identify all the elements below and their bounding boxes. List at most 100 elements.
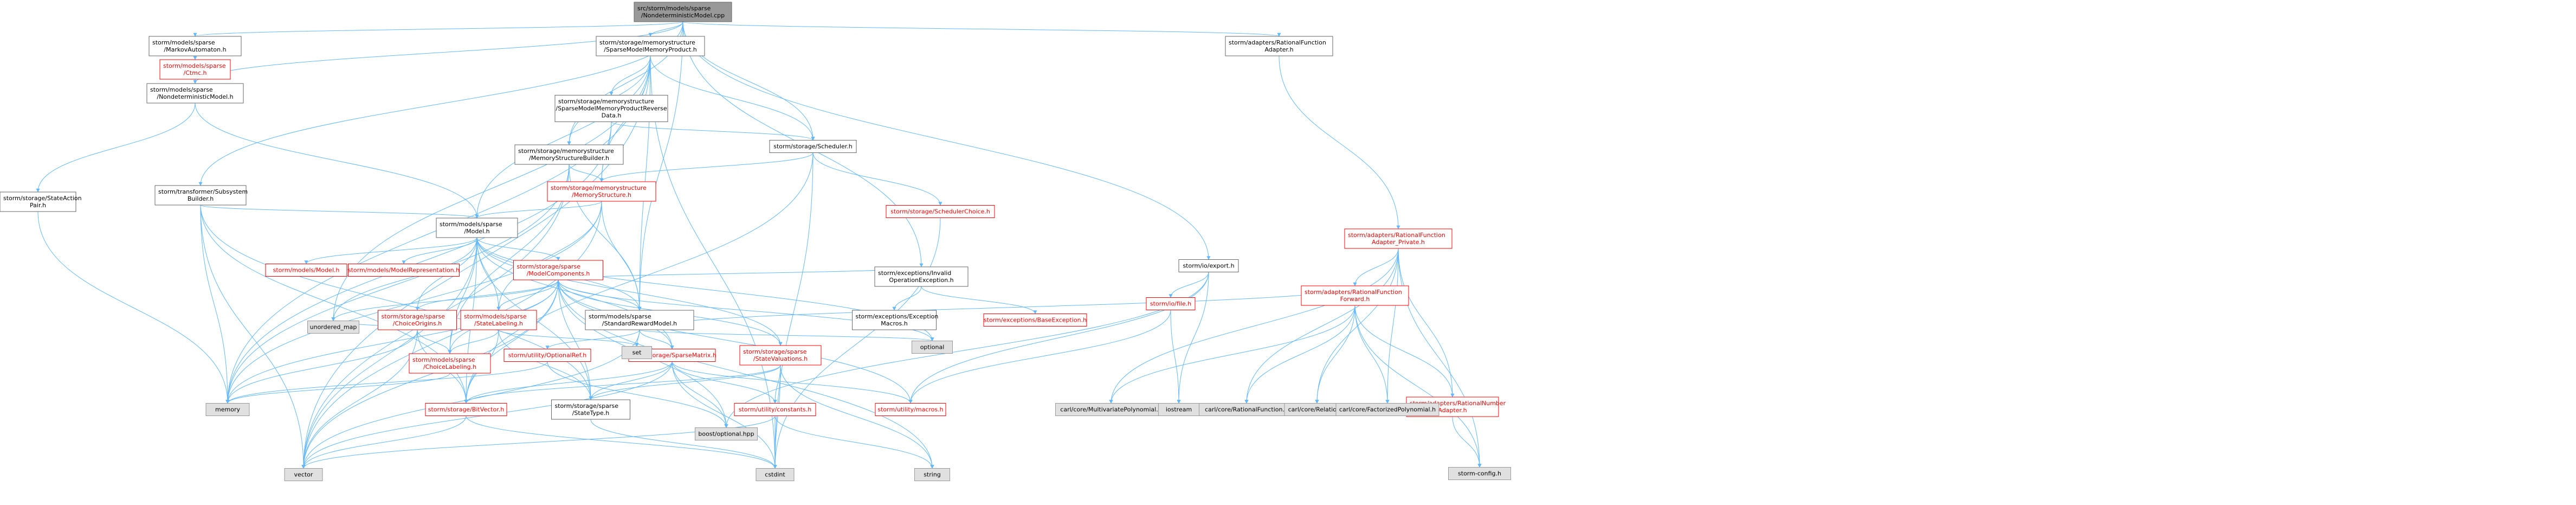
node-label: Builder.h	[188, 195, 214, 202]
edge-tsb-to-model	[200, 204, 479, 219]
node-box	[409, 353, 491, 374]
node-ndm[interactable]: storm/models/sparse/NondeterministicMode…	[146, 83, 244, 104]
node-model[interactable]: storm/models/sparse/Model.h	[436, 218, 518, 238]
node-uconst[interactable]: storm/utility/constants.h	[734, 403, 816, 416]
edge-sched-to-cstdint	[773, 152, 814, 469]
node-label: Adapter.h	[1438, 407, 1467, 414]
node-mmodel[interactable]: storm/models/Model.h	[265, 264, 347, 277]
node-label: string	[924, 471, 941, 478]
node-mrep[interactable]: storm/models/ModelRepresentation.h	[348, 264, 460, 277]
edge-mcomp-to-memory	[225, 279, 559, 404]
node-smmp[interactable]: storm/storage/memorystructure/SparseMode…	[596, 36, 705, 56]
node-box	[460, 310, 537, 330]
node-baseexc[interactable]: storm/exceptions/BaseException.h	[983, 314, 1087, 327]
edge-choiceorig-to-memory	[225, 329, 418, 404]
node-choicelab[interactable]: storm/models/sparse/ChoiceLabeling.h	[409, 353, 491, 374]
edge-schedchoice-to-cstdint	[773, 218, 941, 469]
node-bitv[interactable]: storm/storage/BitVector.h	[425, 403, 507, 416]
node-root[interactable]: src/storm/models/sparse/Nondeterministic…	[634, 2, 732, 22]
node-label: carl/core/MultivariatePolynomial.h	[1060, 406, 1161, 413]
edge-statelab-to-set	[498, 329, 639, 347]
node-carlrf: carl/core/RationalFunction.h	[1196, 403, 1297, 416]
edge-adrff-to-carlfp	[1354, 305, 1390, 404]
edge-model-to-stval	[476, 237, 783, 346]
node-sttype[interactable]: storm/storage/sparse/StateType.h	[551, 399, 630, 420]
node-box	[307, 321, 359, 334]
node-ms[interactable]: storm/storage/memorystructure/MemoryStru…	[547, 181, 656, 202]
node-label: /SparseModelMemoryProduct.h	[604, 46, 696, 53]
node-iofile[interactable]: storm/io/file.h	[1146, 297, 1196, 310]
node-label: boost/optional.hpp	[698, 431, 754, 438]
node-box	[769, 140, 857, 153]
edge-adrfp-to-adrff	[1353, 248, 1399, 286]
edge-root-to-ioexport	[682, 21, 1211, 260]
node-label: storm/adapters/RationalFunction	[1229, 39, 1326, 46]
node-box	[914, 468, 950, 481]
node-label: /NondeterministicModel.h	[157, 93, 233, 100]
edge-mcomp-to-vector	[301, 279, 559, 469]
node-box	[503, 349, 591, 362]
node-label: storm/transformer/Subsystem	[158, 188, 248, 195]
node-label: storm/models/ModelRepresentation.h	[348, 267, 460, 274]
node-box	[886, 205, 995, 218]
node-stval[interactable]: storm/storage/sparse/StateValuations.h	[739, 345, 822, 366]
edge-smmp-to-smmprd	[609, 55, 651, 96]
edge-ndm-to-model	[195, 103, 479, 219]
node-label: storm/adapters/RationalFunction	[1348, 232, 1445, 239]
node-mcomp[interactable]: storm/storage/sparse/ModelComponents.h	[513, 260, 603, 280]
node-label: storm/io/export.h	[1183, 263, 1234, 270]
node-adrfp[interactable]: storm/adapters/RationalFunctionAdapter_P…	[1344, 228, 1452, 249]
node-label: vector	[294, 471, 313, 478]
node-box	[554, 95, 668, 122]
node-sched[interactable]: storm/storage/Scheduler.h	[769, 140, 857, 153]
edge-adrfp-to-adrn	[1398, 248, 1455, 398]
edge-model-to-spm	[476, 237, 674, 350]
node-label: storm/storage/Scheduler.h	[773, 143, 853, 150]
node-invop[interactable]: storm/exceptions/InvalidOperationExcepti…	[874, 266, 969, 287]
node-ctmc[interactable]: storm/models/sparse/Ctmc.h	[159, 59, 231, 80]
edge-smmprd-to-memory	[225, 122, 612, 404]
node-label: src/storm/models/sparse	[637, 5, 711, 12]
node-statelab[interactable]: storm/models/sparse/StateLabeling.h	[460, 310, 537, 330]
edge-sttype-to-cstdint	[590, 419, 777, 469]
node-markov[interactable]: storm/models/sparse/MarkovAutomaton.h	[149, 36, 242, 56]
edge-bitv-to-cstdint	[466, 415, 777, 469]
node-label: Adapter.h	[1264, 46, 1293, 53]
node-label: /MemoryStructure.h	[572, 191, 631, 199]
node-label: /Model.h	[464, 228, 489, 235]
edge-ioexport-to-iofile	[1168, 272, 1209, 298]
node-srm[interactable]: storm/models/sparse/StandardRewardModel.…	[585, 310, 694, 330]
edge-ms-to-vector	[301, 201, 602, 469]
node-ioexport[interactable]: storm/io/export.h	[1178, 259, 1239, 272]
node-label: /ChoiceLabeling.h	[423, 363, 476, 370]
node-box	[154, 185, 247, 206]
edge-model-to-mrep	[402, 237, 477, 265]
node-msb[interactable]: storm/storage/memorystructure/MemoryStru…	[514, 144, 624, 165]
edge-model-to-unordered_map	[331, 237, 477, 322]
node-umacros[interactable]: storm/utility/macros.h	[875, 403, 946, 416]
node-optref[interactable]: storm/utility/OptionalRef.h	[503, 349, 591, 362]
node-box	[378, 310, 457, 330]
node-label: storm/storage/memorystructure	[551, 184, 647, 191]
node-box	[514, 144, 624, 165]
node-label: storm/models/sparse	[412, 356, 475, 363]
edge-uconst-to-string	[774, 415, 934, 469]
node-schedchoice[interactable]: storm/storage/SchedulerChoice.h	[886, 205, 995, 218]
node-label: unordered_map	[310, 324, 357, 331]
node-label: /StandardRewardModel.h	[602, 320, 677, 327]
edge-adrff-to-adrn	[1354, 305, 1455, 398]
edge-invop-to-baseexc	[921, 286, 1037, 315]
node-choiceorig[interactable]: storm/storage/sparse/ChoiceOrigins.h	[378, 310, 457, 330]
node-label: storm/utility/constants.h	[739, 406, 812, 413]
node-label: /ModelComponents.h	[527, 270, 590, 277]
node-box	[739, 345, 822, 366]
node-smmprd[interactable]: storm/storage/memorystructure/SparseMode…	[554, 95, 668, 122]
node-box	[159, 59, 231, 80]
node-box	[436, 218, 518, 238]
edge-mcomp-to-invop	[558, 266, 924, 280]
